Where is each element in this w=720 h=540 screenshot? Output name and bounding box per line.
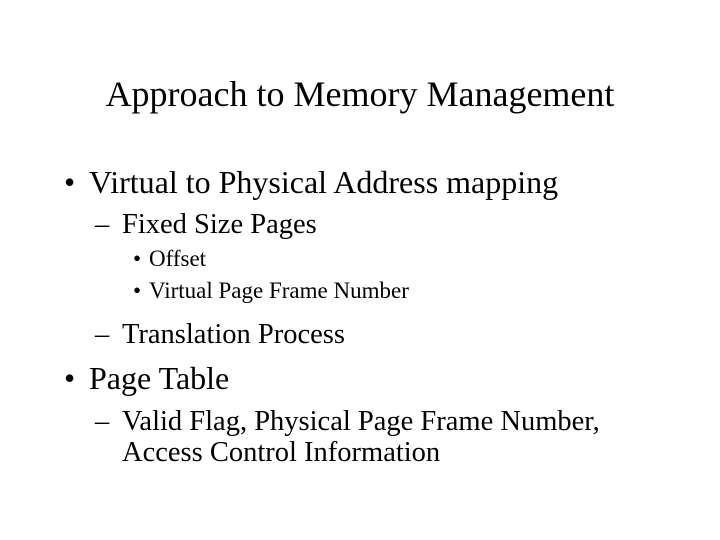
bullet-text: Virtual to Physical Address mapping [89,164,559,200]
bullet-item-level2: – Fixed Size Pages [0,209,720,240]
bullet-item-level1: • Page Table [0,360,720,396]
bullet-text: Offset [149,246,207,271]
bullet-text: Translation Process [122,319,345,350]
bullet-text: Virtual Page Frame Number [149,278,409,303]
dash-icon: – [95,319,110,350]
bullet-dot-icon: • [133,246,142,271]
bullet-text: Valid Flag, Physical Page Frame Number, … [122,406,600,468]
slide-title: Approach to Memory Management [105,74,615,114]
bullet-text: Page Table [89,360,230,396]
bullet-dot-icon: • [133,278,142,303]
bullet-item-level2: – Translation Process [0,319,720,350]
bullet-item-level2: – Valid Flag, Physical Page Frame Number… [0,406,720,468]
dash-icon: – [95,209,110,240]
bullet-item-level3: • Virtual Page Frame Number [0,278,720,304]
dash-icon: – [95,406,110,437]
bullet-item-level3: • Offset [0,246,720,272]
bullet-dot-icon: • [64,164,76,200]
bullet-dot-icon: • [64,360,76,396]
bullet-text: Fixed Size Pages [122,209,317,240]
bullet-item-level1: • Virtual to Physical Address mapping [0,164,720,200]
